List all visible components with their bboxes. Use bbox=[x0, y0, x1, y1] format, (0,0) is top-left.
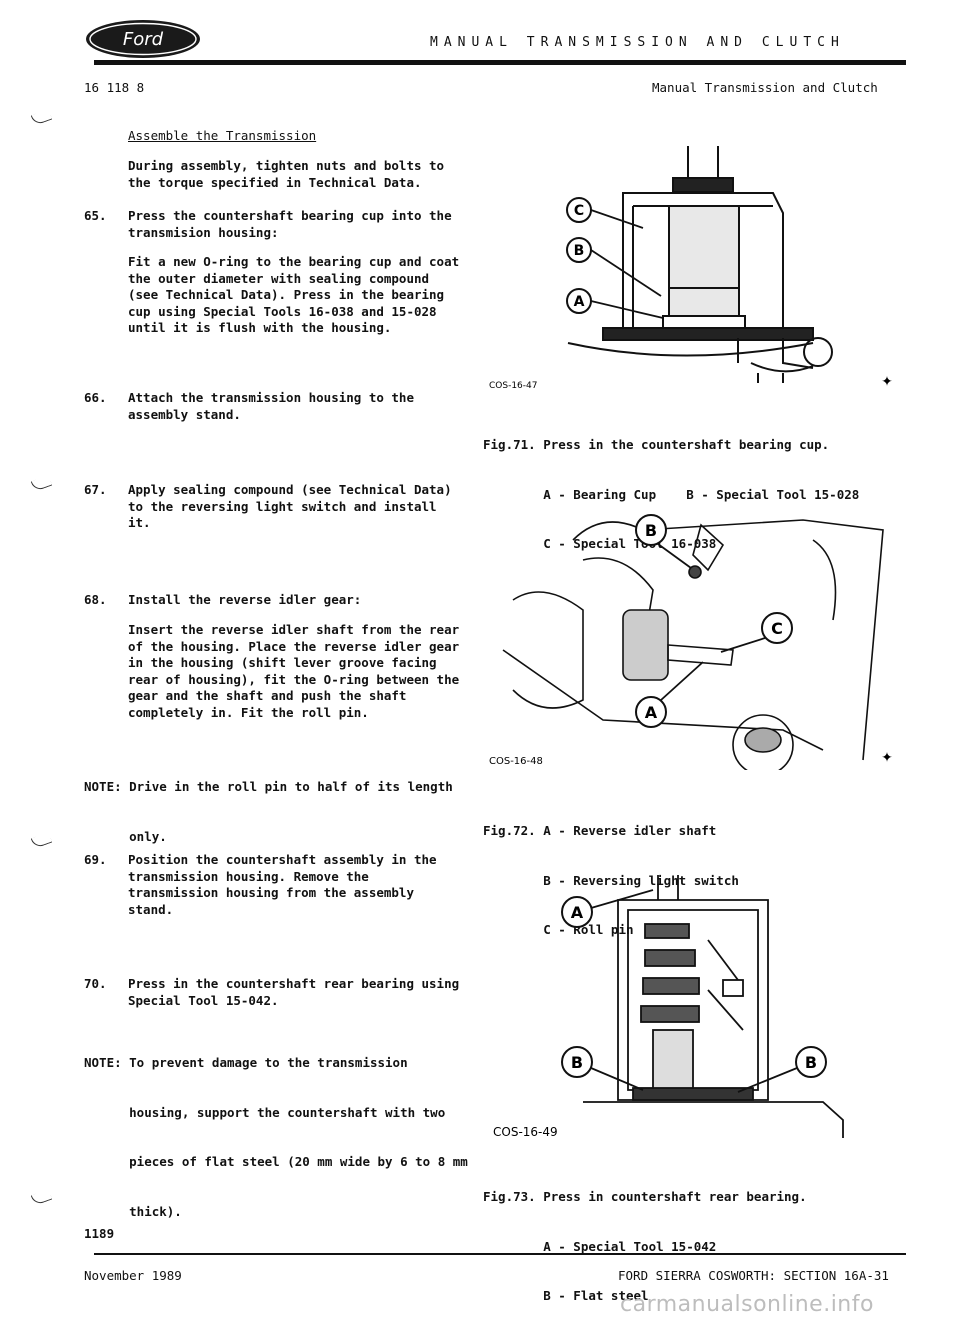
step-number: 70. bbox=[84, 976, 107, 991]
callout-label: B bbox=[645, 521, 657, 540]
callout-label: C bbox=[574, 203, 584, 219]
step-number: 68. bbox=[84, 592, 107, 607]
detail-line: the outer diameter with sealing compound bbox=[128, 270, 430, 286]
arrow-symbol: ✦ bbox=[881, 750, 893, 766]
figure-71-caption: Fig.71. Press in the countershaft bearin… bbox=[483, 404, 903, 569]
step-number: 67. bbox=[84, 482, 107, 497]
step-line: Press the countershaft bearing cup into … bbox=[128, 208, 452, 223]
margin-mark bbox=[30, 475, 53, 492]
step-line: Special Tool 15-042. bbox=[128, 992, 279, 1008]
step-67: 67. Apply sealing compound (see Technica… bbox=[84, 482, 484, 530]
detail-line: of the housing. Place the reverse idler … bbox=[128, 638, 460, 654]
page-header-title: MANUAL TRANSMISSION AND CLUTCH bbox=[430, 35, 845, 50]
note-line: NOTE: Drive in the roll pin to half of i… bbox=[84, 779, 453, 794]
figure-72-illustration: B C A COS-16-48 ✦ bbox=[489, 514, 893, 770]
detail-line: (see Technical Data). Press in the beari… bbox=[128, 287, 445, 302]
figure-72-caption: Fig.72. A - Reverse idler shaft B - Reve… bbox=[483, 790, 903, 955]
detail-line: until it is flush with the housing. bbox=[128, 320, 392, 335]
callout-label: A bbox=[574, 294, 585, 310]
step-line: Install the reverse idler gear: bbox=[128, 592, 362, 607]
figure-73-caption: Fig.73. Press in countershaft rear beari… bbox=[483, 1156, 903, 1321]
callout-label: A bbox=[645, 703, 658, 722]
note-line: thick). bbox=[84, 1203, 182, 1219]
caption-line: A - Bearing Cup B - Special Tool 15-028 bbox=[483, 486, 860, 502]
figure-code: COS-16-48 bbox=[489, 756, 543, 767]
margin-mark bbox=[30, 832, 53, 849]
step-line: assembly stand. bbox=[128, 406, 241, 422]
figure-71-illustration: C B A COS-16-47 ✦ bbox=[489, 146, 893, 390]
step-line: transmision housing: bbox=[128, 224, 279, 240]
note-line: only. bbox=[84, 828, 167, 844]
detail-line: in the housing (shift lever groove facin… bbox=[128, 655, 437, 670]
detail-line: completely in. Fit the roll pin. bbox=[128, 704, 369, 720]
step-line: transmission housing. Remove the bbox=[128, 868, 369, 884]
note-line: housing, support the countershaft with t… bbox=[84, 1104, 446, 1120]
step-number: 66. bbox=[84, 390, 107, 405]
detail-line: rear of housing), fit the O-ring between… bbox=[128, 671, 460, 687]
section-heading: Assemble the Transmission bbox=[128, 128, 317, 143]
caption-line: Fig.73. Press in countershaft rear beari… bbox=[483, 1189, 807, 1204]
watermark: carmanualsonline.info bbox=[620, 1292, 874, 1317]
step-66: 66. Attach the transmission housing to t… bbox=[84, 390, 484, 422]
arrow-symbol: ✦ bbox=[881, 374, 893, 390]
step-line: Position the countershaft assembly in th… bbox=[128, 852, 437, 867]
figure-code: COS-16-47 bbox=[489, 381, 537, 390]
caption-line: A - Special Tool 15-042 bbox=[483, 1238, 717, 1254]
detail-line: cup using Special Tools 16-038 and 15-02… bbox=[128, 303, 437, 319]
callout-label: B bbox=[571, 1053, 583, 1072]
note-line: pieces of flat steel (20 mm wide by 6 to… bbox=[84, 1154, 468, 1169]
step-65-detail: Fit a new O-ring to the bearing cup and … bbox=[128, 254, 488, 337]
margin-mark bbox=[30, 109, 53, 126]
caption-line: Fig.71. Press in the countershaft bearin… bbox=[483, 437, 830, 452]
callout-label: B bbox=[805, 1053, 817, 1072]
step-line: transmission housing from the assembly bbox=[128, 885, 414, 900]
section-title: Manual Transmission and Clutch bbox=[652, 80, 878, 95]
intro-text: During assembly, tighten nuts and bolts … bbox=[128, 158, 488, 191]
note-flat-steel: NOTE: To prevent damage to the transmiss… bbox=[84, 1022, 468, 1237]
step-number: 65. bbox=[84, 208, 107, 223]
ford-logo-text: Ford bbox=[123, 29, 164, 50]
margin-mark bbox=[30, 1189, 53, 1206]
page-reference: 16 118 8 bbox=[84, 80, 145, 95]
step-number: 69. bbox=[84, 852, 107, 867]
step-line: Press in the countershaft rear bearing u… bbox=[128, 976, 460, 991]
caption-line: Fig.72. A - Reverse idler shaft bbox=[483, 823, 717, 838]
ford-logo: Ford bbox=[86, 20, 200, 58]
intro-line: the torque specified in Technical Data. bbox=[128, 174, 422, 190]
intro-line: During assembly, tighten nuts and bolts … bbox=[128, 158, 445, 173]
step-68: 68. Install the reverse idler gear: bbox=[84, 592, 484, 609]
header-rule bbox=[94, 60, 906, 65]
note-line: NOTE: To prevent damage to the transmiss… bbox=[84, 1055, 408, 1070]
step-65: 65. Press the countershaft bearing cup i… bbox=[84, 208, 484, 240]
caption-line: B - Flat steel bbox=[483, 1288, 649, 1303]
footer-date: November 1989 bbox=[84, 1268, 182, 1283]
callout-label: A bbox=[571, 903, 584, 922]
page-number: 1189 bbox=[84, 1226, 115, 1241]
step-line: Apply sealing compound (see Technical Da… bbox=[128, 482, 452, 497]
step-line: it. bbox=[128, 515, 151, 530]
detail-line: Fit a new O-ring to the bearing cup and … bbox=[128, 254, 460, 269]
footer-section: FORD SIERRA COSWORTH: SECTION 16A-31 bbox=[618, 1268, 889, 1283]
step-70: 70. Press in the countershaft rear beari… bbox=[84, 976, 484, 1008]
figure-code: COS-16-49 bbox=[493, 1125, 558, 1139]
detail-line: Insert the reverse idler shaft from the … bbox=[128, 622, 460, 637]
callout-label: C bbox=[771, 619, 783, 638]
figure-73-illustration: A B B COS-16-49 bbox=[493, 875, 844, 1139]
step-68-detail: Insert the reverse idler shaft from the … bbox=[128, 622, 488, 721]
step-line: to the reversing light switch and instal… bbox=[128, 498, 437, 514]
step-69: 69. Position the countershaft assembly i… bbox=[84, 852, 484, 917]
detail-line: gear and the shaft and push the shaft bbox=[128, 688, 407, 703]
note-roll-pin: NOTE: Drive in the roll pin to half of i… bbox=[84, 746, 453, 862]
footer-rule bbox=[94, 1253, 906, 1255]
callout-label: B bbox=[574, 243, 585, 259]
step-line: Attach the transmission housing to the bbox=[128, 390, 414, 405]
step-line: stand. bbox=[128, 901, 174, 917]
